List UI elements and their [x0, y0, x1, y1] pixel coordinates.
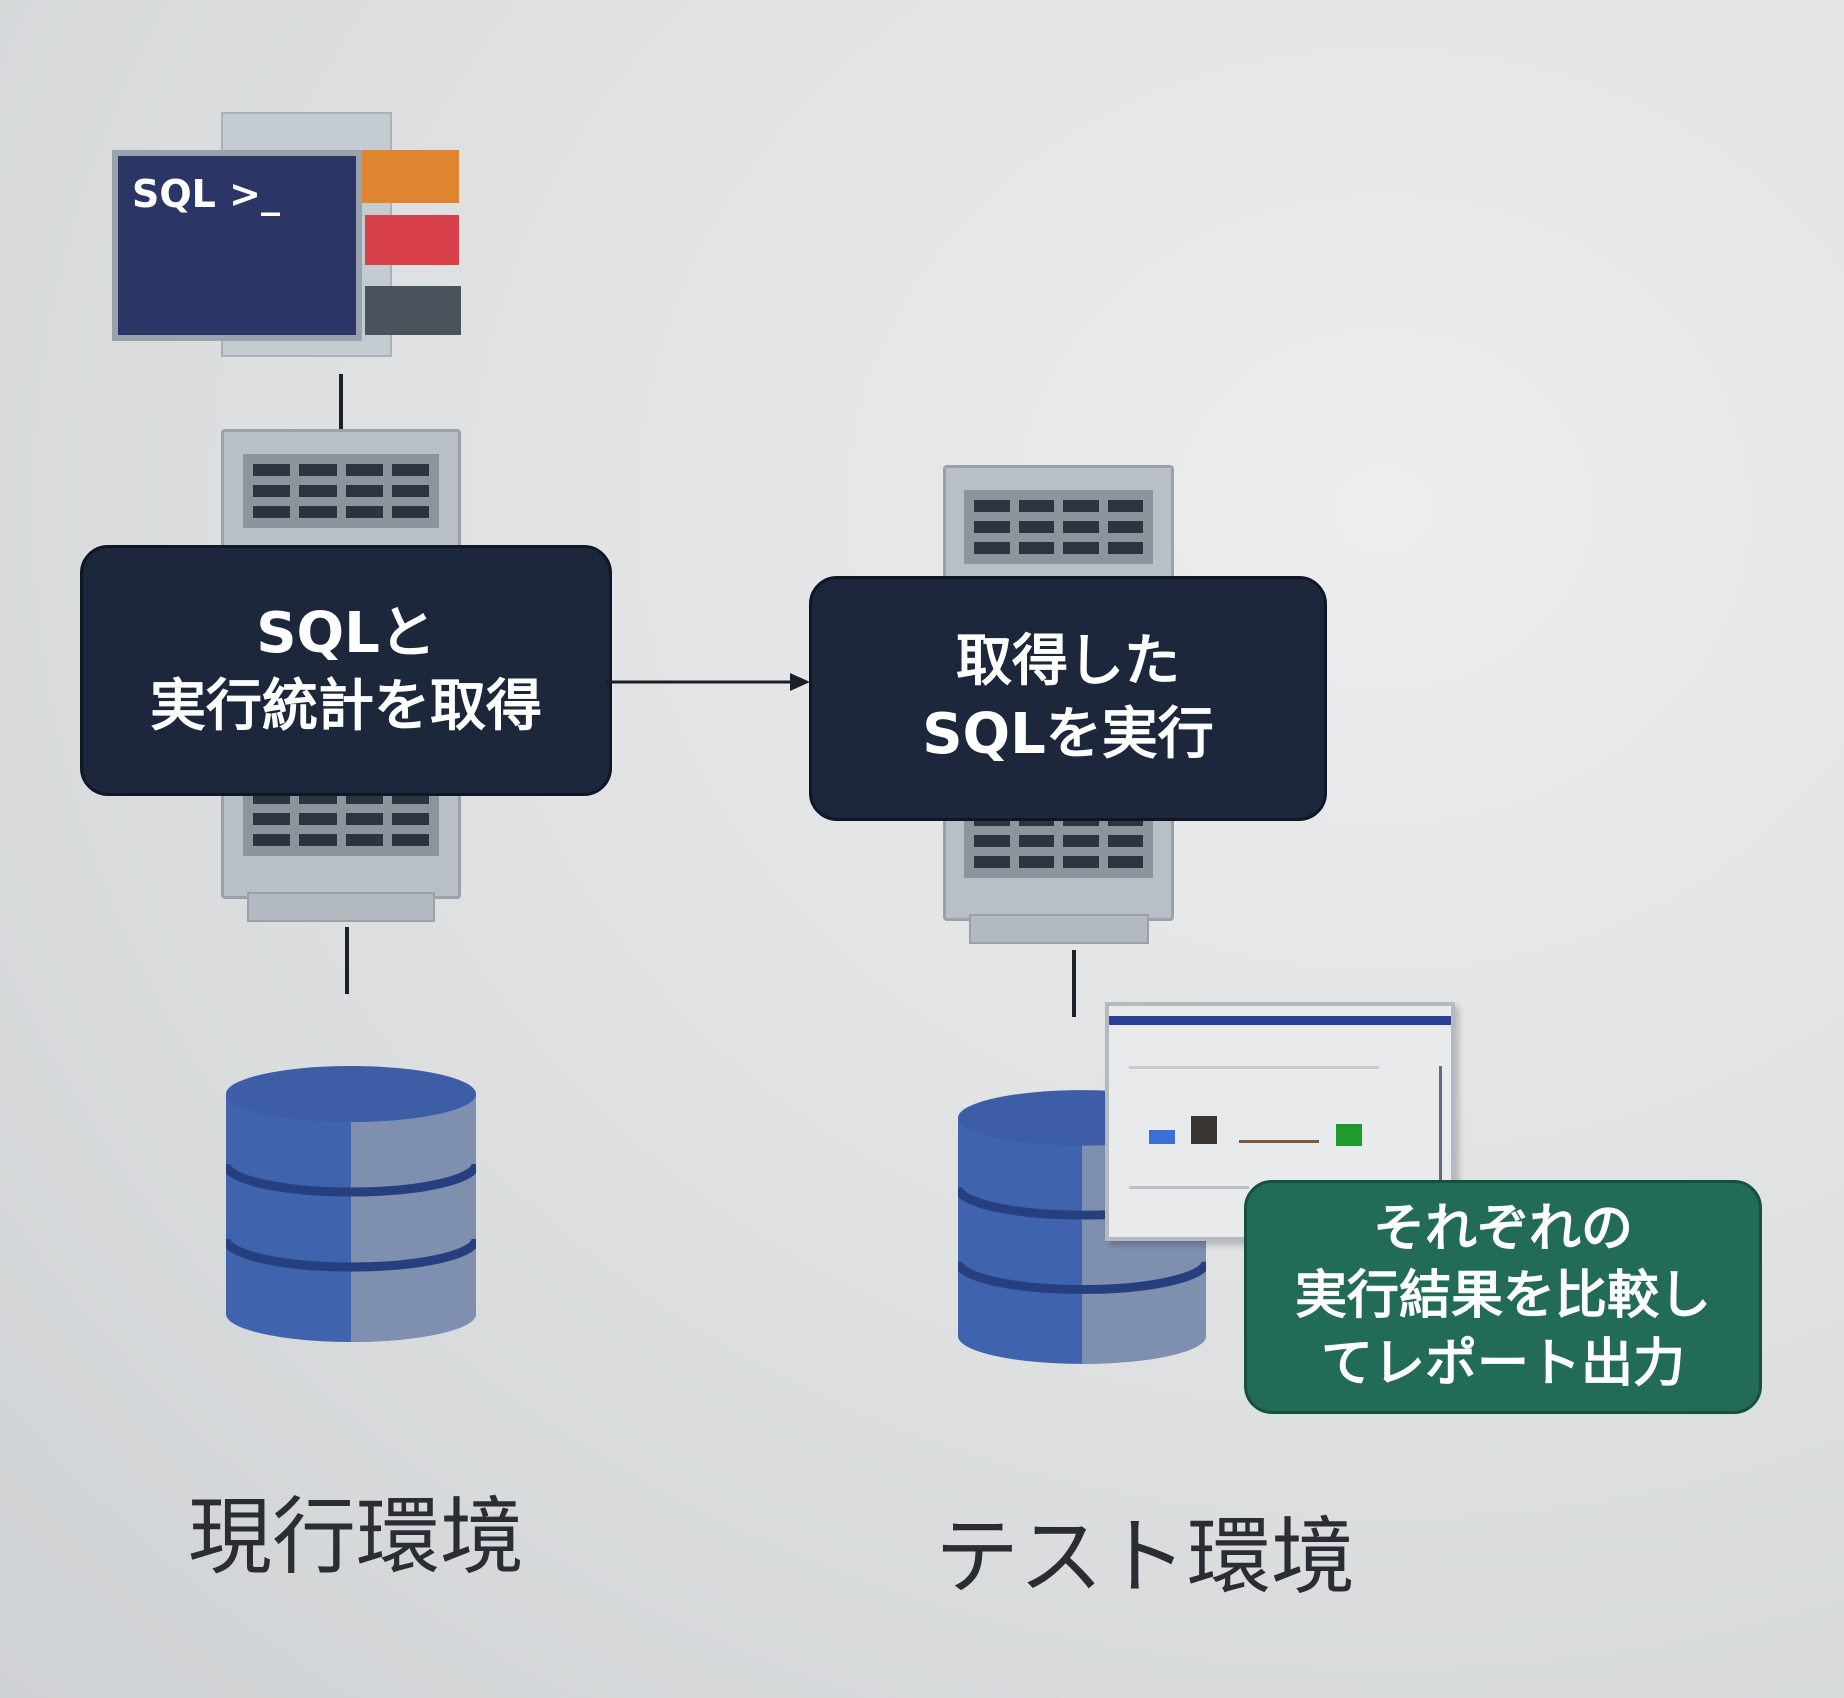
- box-line: 取得した: [956, 628, 1180, 694]
- capture-sql-box: SQLと 実行統計を取得: [80, 545, 612, 796]
- connector-line: [339, 374, 343, 435]
- box-line: 実行統計を取得: [150, 673, 542, 739]
- compare-report-box: それぞれの 実行結果を比較し てレポート出力: [1244, 1180, 1762, 1414]
- arrow-right-icon: [606, 673, 810, 691]
- box-line: てレポート出力: [1320, 1333, 1685, 1394]
- box-line: SQLと: [256, 600, 436, 666]
- connector-line: [1072, 950, 1076, 1017]
- terminal-prompt: SQL >_: [132, 172, 280, 216]
- box-line: 実行結果を比較し: [1294, 1266, 1711, 1327]
- red-bar: [365, 215, 459, 265]
- gray-bar: [365, 286, 461, 335]
- database-icon: [226, 1066, 476, 1342]
- terminal-illustration: SQL >_: [112, 112, 462, 357]
- box-line: それぞれの: [1372, 1198, 1633, 1259]
- test-environment-label: テスト環境: [935, 1508, 1356, 1606]
- execute-sql-box: 取得した SQLを実行: [809, 576, 1327, 821]
- terminal-window: SQL >_: [112, 150, 362, 341]
- production-environment-label: 現行環境: [188, 1488, 525, 1586]
- connector-line: [345, 927, 349, 994]
- box-line: SQLを実行: [922, 701, 1214, 767]
